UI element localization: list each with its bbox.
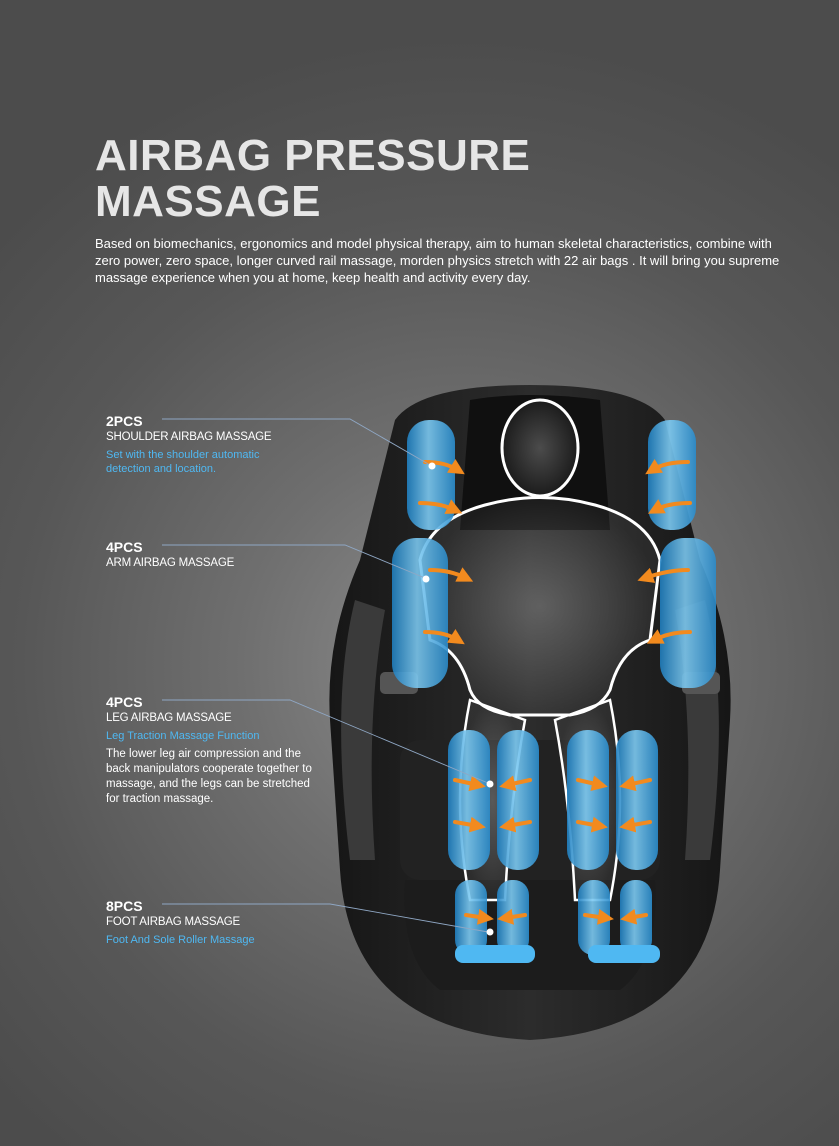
arm-airbags (392, 538, 716, 688)
foot-name: FOOT AIRBAG MASSAGE (106, 916, 241, 928)
callout-foot: 8PCS FOOT AIRBAG MASSAGE Foot And Sole R… (106, 897, 255, 947)
pressure-arrows (418, 458, 692, 925)
leader-dots (422, 462, 494, 936)
callout-arm: 4PCS ARM AIRBAG MASSAGE (106, 538, 234, 571)
arm-count: 4PCS (106, 539, 143, 555)
callout-leg: 4PCS LEG AIRBAG MASSAGE Leg Traction Mas… (106, 693, 326, 807)
shoulder-name: SHOULDER AIRBAG MASSAGE (106, 431, 272, 443)
foot-sub: Foot And Sole Roller Massage (106, 934, 255, 946)
page-title: AIRBAG PRESSURE MASSAGE (95, 133, 530, 225)
intro-paragraph: Based on biomechanics, ergonomics and mo… (95, 236, 780, 285)
shoulder-sub: Set with the shoulder automatic detectio… (106, 449, 260, 475)
foot-count: 8PCS (106, 898, 143, 914)
arm-name: ARM AIRBAG MASSAGE (106, 557, 235, 569)
leg-count: 4PCS (106, 694, 143, 710)
callout-shoulder: 2PCS SHOULDER AIRBAG MASSAGE Set with th… (106, 412, 296, 476)
leg-name: LEG AIRBAG MASSAGE (106, 712, 232, 724)
title-line-2: MASSAGE (95, 177, 321, 226)
title-line-1: AIRBAG PRESSURE (95, 131, 531, 180)
leg-sub: Leg Traction Massage Function (106, 730, 260, 742)
leg-airbags (448, 730, 658, 870)
shoulder-count: 2PCS (106, 413, 143, 429)
leader-lines (162, 418, 489, 933)
leg-desc: The lower leg air compression and the ba… (106, 748, 312, 805)
